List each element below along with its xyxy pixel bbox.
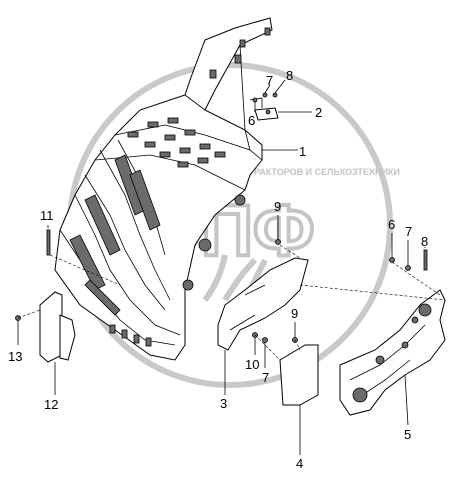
callout-10: 10 [245, 357, 259, 372]
bracket-part-2 [249, 97, 279, 121]
callout-8-upper: 8 [286, 68, 293, 83]
watermark-caption: ЗАПЧАСТИ ДЛЯ ТРАКТОРОВ И СЕЛЬХОЗТЕХНИКИ [175, 167, 400, 177]
fender-part-1 [54, 17, 273, 361]
callout-7-lower: 7 [262, 370, 269, 385]
shield-part-5 [339, 289, 446, 416]
callout-6-right: 6 [388, 217, 395, 232]
plate-part-12 [39, 291, 76, 363]
callout-labels: 1 2 3 4 5 6 6 7 7 7 8 8 9 9 10 11 12 13 [8, 68, 428, 471]
callout-1: 1 [299, 144, 306, 159]
callout-9-lower: 9 [291, 306, 298, 321]
callout-8-right: 8 [421, 234, 428, 249]
plate-part-4 [279, 344, 319, 406]
panel-part-3 [217, 257, 309, 351]
callout-7-right: 7 [405, 224, 412, 239]
callout-9-upper: 9 [274, 199, 281, 214]
callout-13: 13 [8, 349, 22, 364]
assembly-lines [17, 244, 446, 361]
callout-2: 2 [315, 105, 322, 120]
callout-6-upper: 6 [248, 113, 255, 128]
callout-11: 11 [40, 208, 54, 223]
leader-lines [17, 79, 426, 455]
callout-7-upper: 7 [266, 73, 273, 88]
callout-4: 4 [296, 456, 303, 471]
callout-12: 12 [44, 397, 58, 412]
callout-5: 5 [404, 427, 411, 442]
callout-3: 3 [220, 396, 227, 411]
